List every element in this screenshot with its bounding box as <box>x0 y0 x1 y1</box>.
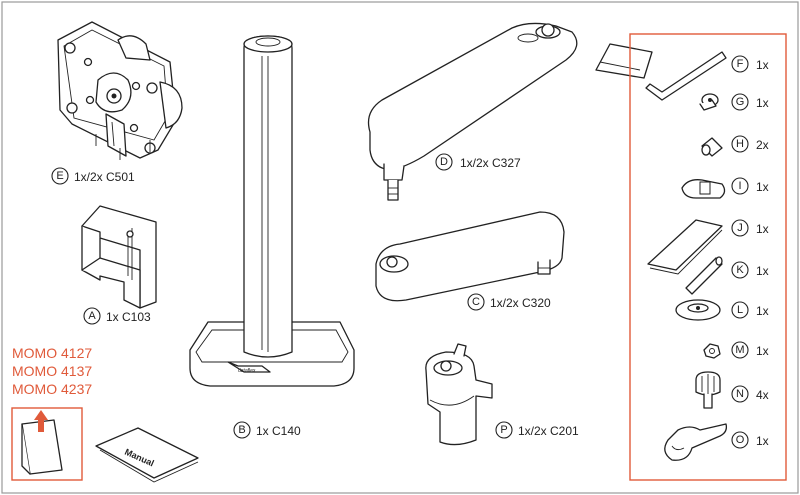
part-h-callout: H 2x <box>731 135 769 153</box>
product-box-icon <box>11 407 83 481</box>
part-j-pad-drawing <box>647 219 723 275</box>
part-j-callout: J 1x <box>731 219 769 237</box>
part-i-clip-drawing <box>681 179 726 199</box>
part-p-label: 1x/2x C201 <box>518 424 579 438</box>
part-b-pole-base-drawing: dataflex <box>189 35 355 387</box>
part-n-callout: N 4x <box>731 385 769 403</box>
part-a-callout: A 1x C103 <box>83 307 151 325</box>
manual-booklet-drawing: Manual <box>95 427 199 483</box>
part-d-callout: D 1x/2x C327 <box>435 153 521 171</box>
part-m-callout: M 1x <box>731 341 769 359</box>
part-k-callout: K 1x <box>731 261 769 279</box>
part-f-qty: 1x <box>756 58 769 72</box>
part-g-bolt-drawing <box>699 93 719 111</box>
part-b-callout: B 1x C140 <box>233 421 301 439</box>
part-b-letter: B <box>238 424 245 436</box>
part-c-lower-arm-drawing <box>375 211 565 302</box>
part-n-letter: N <box>736 388 744 400</box>
part-g-letter: G <box>736 96 745 108</box>
small-parts-frame <box>629 33 787 481</box>
part-e-vesa-plate-drawing <box>57 21 183 160</box>
part-a-letter: A <box>88 310 96 322</box>
part-m-letter: M <box>735 344 744 356</box>
part-d-upper-arm-drawing <box>367 22 578 201</box>
part-o-callout: O 1x <box>731 431 769 449</box>
part-c-callout: C 1x/2x C320 <box>467 293 551 311</box>
part-j-qty: 1x <box>756 222 769 236</box>
part-c-label: 1x/2x C320 <box>490 296 551 310</box>
part-i-qty: 1x <box>756 180 769 194</box>
part-f-callout: F 1x <box>731 55 769 73</box>
part-o-qty: 1x <box>756 434 769 448</box>
part-l-letter: L <box>737 304 743 316</box>
part-g-qty: 1x <box>756 96 769 110</box>
part-k-rod-drawing <box>685 256 723 295</box>
part-h-letter: H <box>736 138 744 150</box>
part-i-letter: I <box>738 180 741 192</box>
part-k-qty: 1x <box>756 264 769 278</box>
part-o-cable-clip-drawing <box>664 423 728 461</box>
part-g-callout: G 1x <box>731 93 769 111</box>
model-list: MOMO 4127 MOMO 4137 MOMO 4237 <box>12 345 92 397</box>
model-3: MOMO 4237 <box>12 381 92 397</box>
part-k-letter: K <box>736 264 744 276</box>
part-j-letter: J <box>737 222 743 234</box>
part-c-letter: C <box>472 296 480 308</box>
model-1: MOMO 4127 <box>12 345 92 361</box>
part-i-callout: I 1x <box>731 177 769 195</box>
part-n-qty: 4x <box>756 388 769 402</box>
part-a-desk-clamp-drawing <box>81 205 157 309</box>
part-l-washer-drawing <box>675 299 721 321</box>
part-l-callout: L 1x <box>731 301 769 319</box>
part-e-letter: E <box>56 170 63 182</box>
part-e-callout: E 1x/2x C501 <box>51 167 135 185</box>
part-p-adapter-drawing <box>425 343 493 446</box>
bag-drawing <box>595 43 653 79</box>
part-l-qty: 1x <box>756 304 769 318</box>
part-b-label: 1x C140 <box>256 424 301 438</box>
part-e-letter-circle <box>51 167 69 185</box>
model-2: MOMO 4137 <box>12 363 92 379</box>
part-f-hex-key-drawing <box>645 51 727 101</box>
part-p-letter: P <box>500 424 507 436</box>
part-h-qty: 2x <box>756 138 769 152</box>
pole-brand-text: dataflex <box>238 368 256 374</box>
part-p-callout: P 1x/2x C201 <box>495 421 579 439</box>
part-h-spacer-drawing <box>701 137 723 157</box>
part-n-knob-screw-drawing <box>695 371 721 409</box>
part-m-nut-drawing <box>703 343 721 359</box>
part-d-letter: D <box>440 156 448 168</box>
part-a-label: 1x C103 <box>106 310 151 324</box>
part-d-label: 1x/2x C327 <box>460 156 521 170</box>
part-e-label: 1x/2x C501 <box>74 170 135 184</box>
small-parts-callouts: F 1x G 1x H 2x I 1x J 1x K 1x <box>731 55 769 449</box>
part-m-qty: 1x <box>756 344 769 358</box>
part-f-letter: F <box>737 58 744 70</box>
part-o-letter: O <box>736 434 745 446</box>
